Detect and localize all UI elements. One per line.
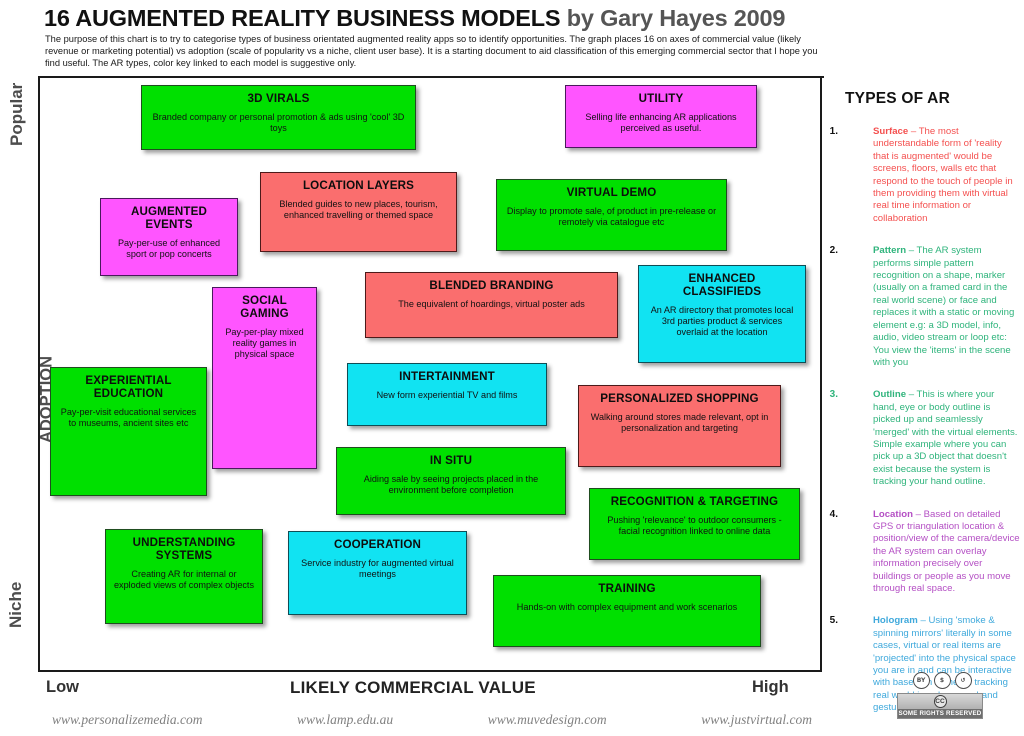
model-box[interactable]: EXPERIENTIAL EDUCATION Pay-per-visit educ… — [50, 367, 207, 496]
chart-plot-area: 3D VIRALS Branded company or personal pro… — [40, 78, 820, 668]
model-description: Branded company or personal promotion & … — [152, 112, 405, 134]
model-title: UNDERSTANDING SYSTEMS — [132, 536, 236, 562]
ar-type-item: 4. Location – Based on detailed GPS or tr… — [830, 509, 1020, 596]
cc-logo-icon: CC — [933, 694, 947, 708]
model-description: Pay-per-visit educational services to mu… — [60, 407, 197, 429]
model-title: BLENDED BRANDING — [429, 279, 554, 292]
title-byline: by Gary Hayes 2009 — [566, 5, 786, 31]
model-box[interactable]: RECOGNITION & TARGETING Pushing 'relevanc… — [589, 488, 800, 560]
model-box[interactable]: TRAINING Hands-on with complex equipment … — [493, 575, 761, 647]
model-description: Walking around stores made relevant, opt… — [590, 412, 769, 434]
ar-type-item: 2. Pattern – The AR system performs simpl… — [830, 245, 1020, 369]
model-title: UTILITY — [638, 92, 684, 105]
footer-url[interactable]: www.personalizemedia.com — [52, 712, 203, 727]
ar-type-text: – This is where your hand, eye or body o… — [873, 389, 1018, 488]
ar-type-term: Outline — [873, 389, 907, 401]
model-description: Service industry for augmented virtual m… — [301, 558, 454, 580]
model-title: LOCATION LAYERS — [302, 179, 415, 192]
creative-commons-badge: BY $ ↺ CC SOME RIGHTS RESERVED — [897, 672, 987, 719]
model-description: Blended guides to new places, tourism, e… — [279, 199, 438, 221]
footer-url[interactable]: www.lamp.edu.au — [297, 712, 394, 727]
sidebar-title: TYPES OF AR — [845, 90, 950, 107]
model-description: Display to promote sale, of product in p… — [506, 206, 717, 228]
ar-type-term: Pattern — [873, 245, 907, 257]
model-title: PERSONALIZED SHOPPING — [600, 392, 759, 405]
model-box[interactable]: PERSONALIZED SHOPPING Walking around stor… — [578, 385, 781, 467]
model-description: The equivalent of hoardings, virtual pos… — [398, 299, 585, 309]
footer-urls: www.personalizemedia.com www.lamp.edu.au w… — [52, 712, 812, 728]
page-description: The purpose of this chart is to try to c… — [45, 34, 818, 69]
model-title: AUGMENTED EVENTS — [130, 205, 208, 231]
chart-top-rule — [38, 76, 824, 78]
ar-type-term: Hologram — [873, 615, 918, 627]
model-box[interactable]: BLENDED BRANDING The equivalent of hoardi… — [365, 272, 618, 338]
model-box[interactable]: COOPERATION Service industry for augmente… — [288, 531, 467, 615]
cc-by-icon: BY — [912, 672, 930, 689]
ar-type-number: 5. — [829, 615, 838, 627]
page-title: 16 AUGMENTED REALITY BUSINESS MODELS by … — [44, 5, 824, 32]
x-axis-title: LIKELY COMMERCIAL VALUE — [290, 678, 536, 697]
ar-type-body: Surface – The most understandable form o… — [873, 126, 1020, 225]
y-axis-top-label: Popular — [7, 82, 26, 146]
model-box[interactable]: 3D VIRALS Branded company or personal pro… — [141, 85, 416, 150]
cc-sa-icon: ↺ — [954, 672, 972, 689]
cc-rights-bar: CC SOME RIGHTS RESERVED — [897, 693, 983, 719]
ar-type-number: 3. — [829, 389, 838, 401]
ar-type-term: Surface — [873, 126, 909, 137]
model-title: INTERTAINMENT — [399, 370, 495, 383]
ar-type-item: 3. Outline – This is where your hand, eye… — [830, 389, 1020, 488]
ar-type-text: – The most understandable form of 'reali… — [873, 126, 1013, 224]
footer-url[interactable]: www.justvirtual.com — [701, 712, 812, 727]
model-description: Creating AR for internal or exploded vie… — [113, 569, 255, 591]
ar-type-body: Pattern – The AR system performs simple … — [873, 245, 1020, 369]
model-title: RECOGNITION & TARGETING — [610, 495, 779, 508]
cc-nc-icon: $ — [933, 672, 951, 689]
ar-type-body: Location – Based on detailed GPS or tria… — [873, 509, 1020, 596]
model-title: COOPERATION — [333, 538, 422, 551]
x-axis-right-label: High — [752, 678, 789, 696]
model-description: New form experiential TV and films — [376, 390, 518, 400]
model-description: Pay-per-play mixed reality games in phys… — [225, 327, 304, 360]
model-box[interactable]: IN SITU Aiding sale by seeing projects pl… — [336, 447, 566, 515]
model-box[interactable]: SOCIAL GAMING Pay-per-play mixed reality … — [212, 287, 317, 469]
ar-type-text: – The AR system performs simple pattern … — [873, 245, 1015, 368]
model-description: Selling life enhancing AR applications p… — [585, 112, 737, 134]
model-title: SOCIAL GAMING — [240, 294, 289, 320]
title-main: 16 AUGMENTED REALITY BUSINESS MODELS — [44, 5, 561, 31]
types-of-ar-sidebar: TYPES OF AR 1. Surface – The most underst… — [830, 90, 1020, 735]
cc-rights-text: SOME RIGHTS RESERVED — [898, 708, 982, 718]
model-title: TRAINING — [598, 582, 656, 595]
model-description: Aiding sale by seeing projects placed in… — [363, 474, 539, 496]
model-title: IN SITU — [429, 454, 473, 467]
model-description: Hands-on with complex equipment and work… — [516, 602, 738, 612]
ar-type-number: 1. — [829, 126, 838, 137]
ar-type-number: 4. — [829, 508, 838, 520]
ar-type-item: 1. Surface – The most understandable form… — [830, 126, 1020, 225]
chart-frame: 3D VIRALS Branded company or personal pro… — [38, 78, 822, 672]
model-description: Pushing 'relevance' to outdoor consumers… — [607, 515, 782, 537]
ar-type-term: Location — [873, 508, 913, 520]
y-axis-bottom-label: Niche — [6, 581, 25, 628]
model-box[interactable]: LOCATION LAYERS Blended guides to new pla… — [260, 172, 457, 252]
ar-type-number: 2. — [829, 245, 838, 257]
footer-url[interactable]: www.muvedesign.com — [487, 712, 607, 727]
model-box[interactable]: VIRTUAL DEMO Display to promote sale, of … — [496, 179, 727, 251]
cc-icon-row: BY $ ↺ — [897, 672, 987, 689]
model-title: 3D VIRALS — [247, 92, 310, 105]
model-title: VIRTUAL DEMO — [566, 186, 657, 199]
ar-type-body: Outline – This is where your hand, eye o… — [873, 389, 1020, 488]
x-axis-left-label: Low — [46, 678, 79, 696]
model-title: EXPERIENTIAL EDUCATION — [85, 374, 172, 400]
model-box[interactable]: AUGMENTED EVENTS Pay-per-use of enhanced … — [100, 198, 238, 276]
model-box[interactable]: UNDERSTANDING SYSTEMS Creating AR for int… — [105, 529, 263, 624]
model-box[interactable]: INTERTAINMENT New form experiential TV an… — [347, 363, 547, 426]
model-description: Pay-per-use of enhanced sport or pop con… — [117, 238, 221, 260]
model-box[interactable]: ENHANCED CLASSIFIEDS An AR directory that… — [638, 265, 806, 363]
model-description: An AR directory that promotes local 3rd … — [650, 305, 794, 338]
model-title: ENHANCED CLASSIFIEDS — [682, 272, 762, 298]
model-box[interactable]: UTILITY Selling life enhancing AR applica… — [565, 85, 757, 148]
ar-type-text: – Based on detailed GPS or triangulation… — [873, 508, 1020, 594]
ar-type-list: 1. Surface – The most understandable form… — [830, 126, 1020, 715]
